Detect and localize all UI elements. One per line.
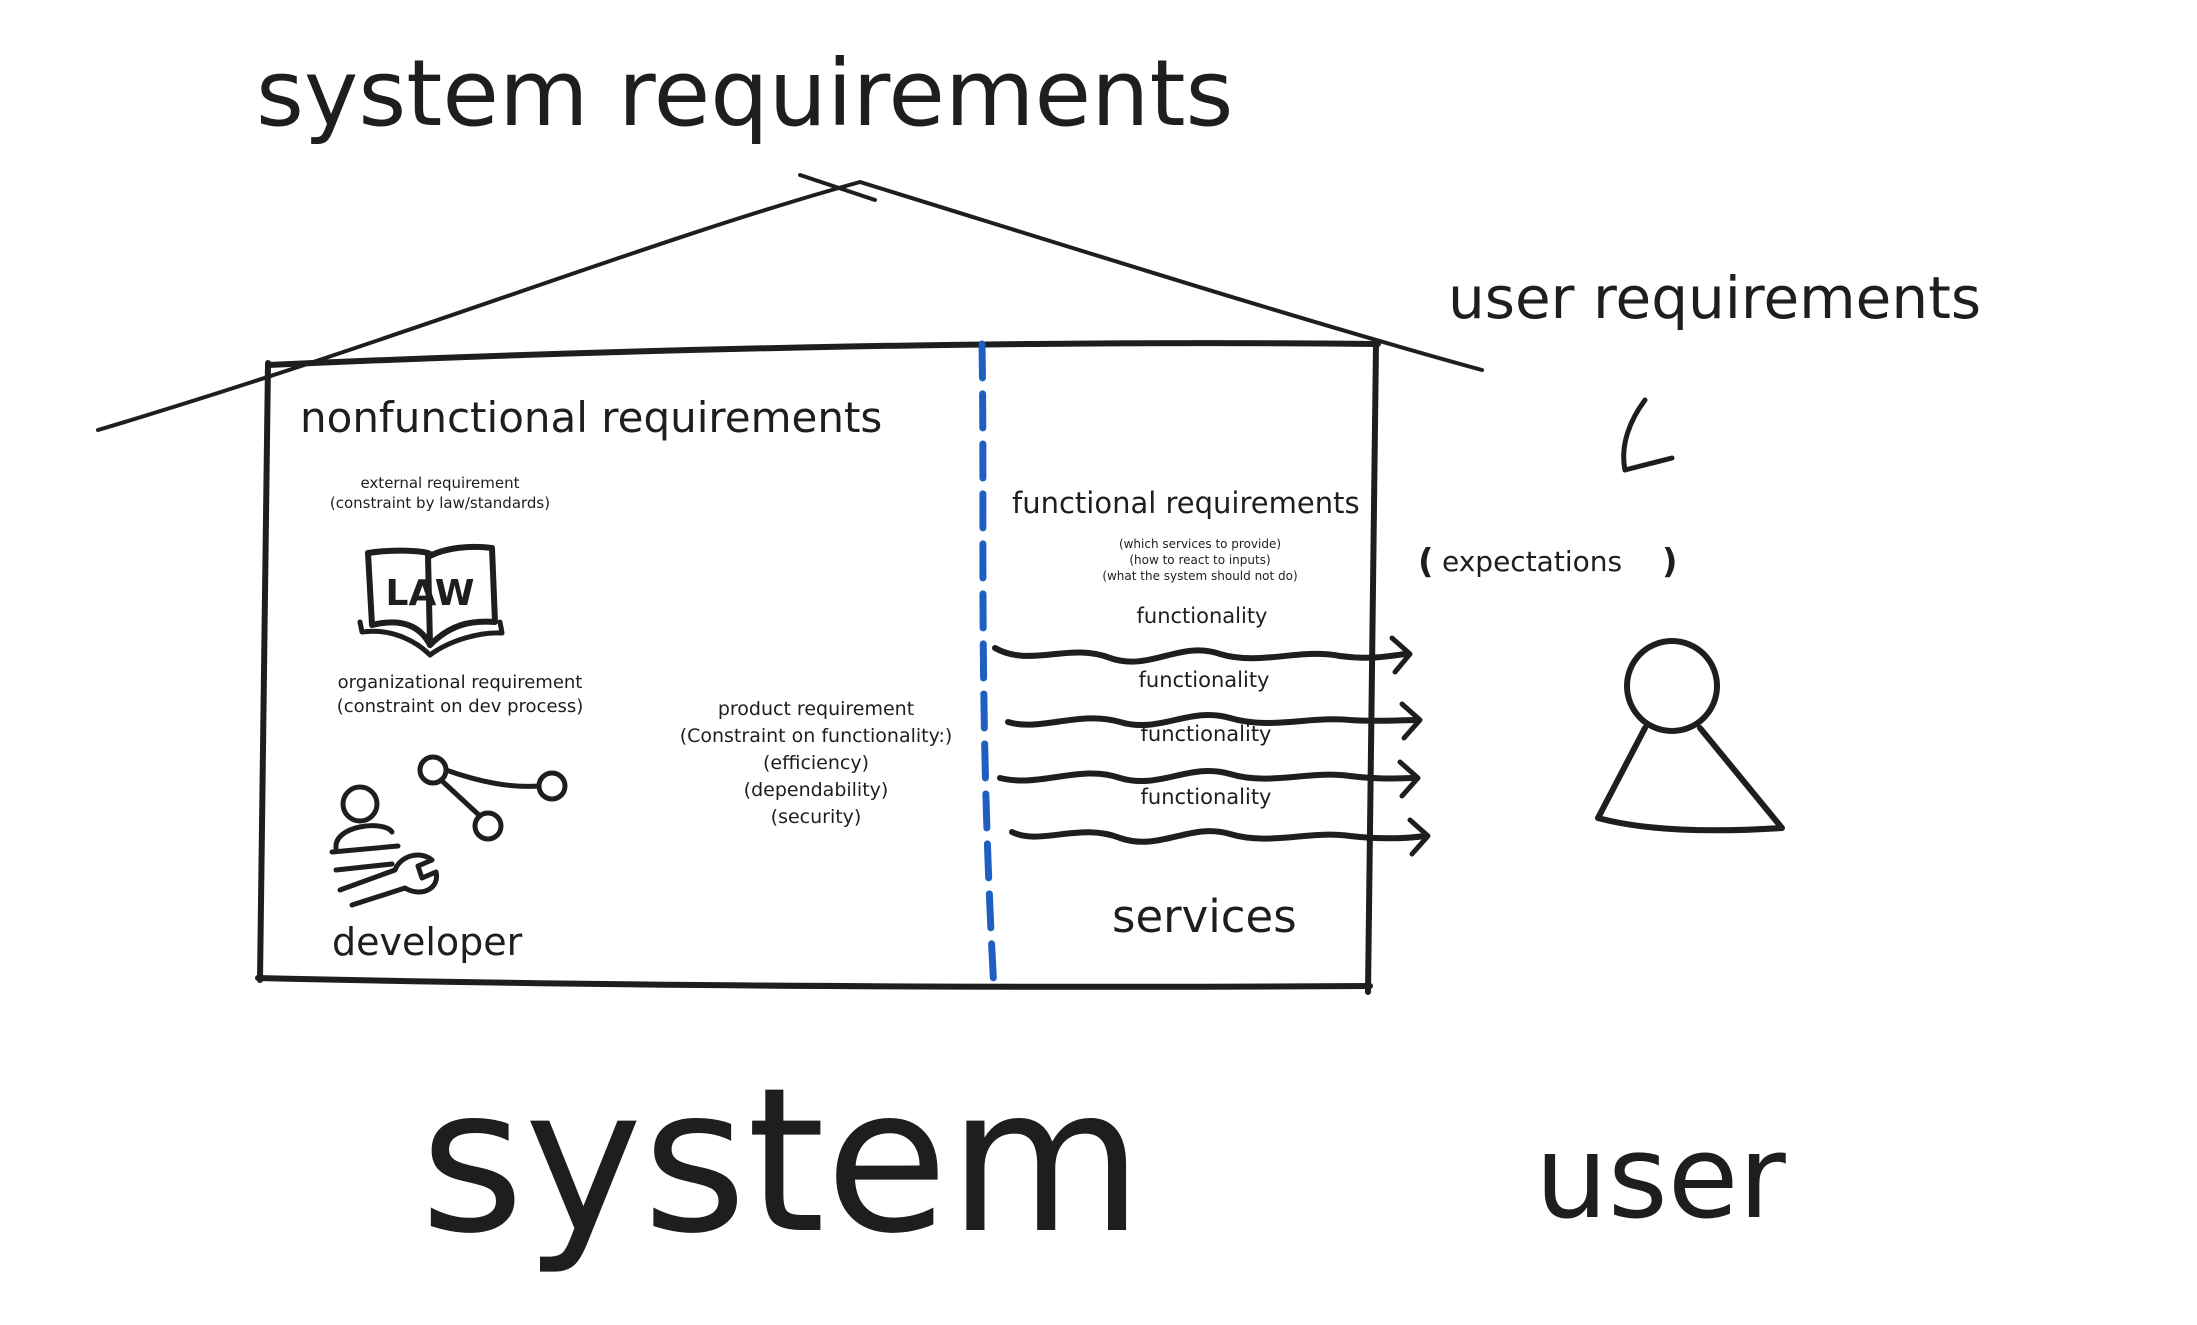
nonfunctional-heading: nonfunctional requirements xyxy=(300,393,882,442)
user-icon xyxy=(1595,638,1785,834)
functional-divider xyxy=(978,340,998,994)
product-requirement-security: (security) xyxy=(771,806,862,828)
product-requirement-constraint: (Constraint on functionality:) xyxy=(680,725,953,747)
functionality-arrow-3 xyxy=(997,759,1421,799)
services-label: services xyxy=(1112,890,1297,943)
external-requirement-label: external requirement xyxy=(360,474,519,492)
system-box xyxy=(255,340,1381,995)
functional-heading: functional requirements xyxy=(1012,486,1360,520)
functionality-label-3: functionality xyxy=(1141,722,1272,746)
expectations-open-bracket: ( xyxy=(1418,542,1434,582)
functionality-arrow-4 xyxy=(1009,817,1431,857)
functional-note-2: (how to react to inputs) xyxy=(1129,553,1270,567)
product-requirement-dependability: (dependability) xyxy=(744,779,889,801)
expectations-label: expectations xyxy=(1442,545,1622,578)
user-requirements-title: user requirements xyxy=(1448,264,1981,332)
functionality-label-1: functionality xyxy=(1137,604,1268,628)
expectations-close-bracket: ) xyxy=(1662,542,1678,582)
developer-icon xyxy=(329,754,568,908)
functional-note-3: (what the system should not do) xyxy=(1102,569,1297,583)
roof xyxy=(96,173,1484,432)
product-requirement-label: product requirement xyxy=(718,698,914,720)
law-label: LAW xyxy=(386,573,475,614)
functionality-arrow-2 xyxy=(1005,701,1423,741)
user-label: user xyxy=(1535,1111,1787,1245)
external-requirement-note: (constraint by law/standards) xyxy=(330,494,550,512)
system-requirements-title: system requirements xyxy=(256,40,1233,147)
functionality-arrow-1 xyxy=(992,635,1413,675)
organizational-requirement-note: (constraint on dev process) xyxy=(337,696,584,717)
developer-label: developer xyxy=(332,920,523,964)
product-requirement-efficiency: (efficiency) xyxy=(763,752,869,774)
functional-note-1: (which services to provide) xyxy=(1119,537,1281,551)
functionality-label-4: functionality xyxy=(1141,785,1272,809)
functionality-label-2: functionality xyxy=(1139,668,1270,692)
organizational-requirement-label: organizational requirement xyxy=(338,672,583,693)
system-label: system xyxy=(420,1045,1143,1278)
law-book-icon: LAW xyxy=(357,543,505,658)
down-arrow-icon xyxy=(1621,397,1675,473)
